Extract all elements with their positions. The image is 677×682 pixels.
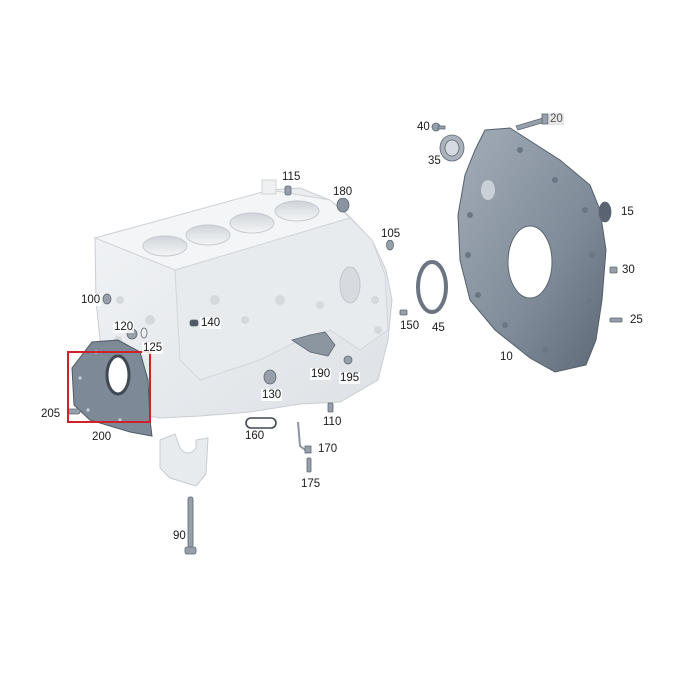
small-parts bbox=[67, 113, 623, 555]
timing-cover bbox=[457, 127, 607, 373]
callout-170[interactable]: 170 bbox=[317, 443, 339, 455]
rear-seal-carrier bbox=[71, 339, 153, 437]
callout-200[interactable]: 200 bbox=[91, 431, 113, 443]
callout-130[interactable]: 130 bbox=[261, 389, 283, 401]
callout-160[interactable]: 160 bbox=[244, 430, 266, 442]
callout-90[interactable]: 90 bbox=[172, 530, 187, 542]
highlight-box bbox=[67, 351, 151, 423]
callout-20[interactable]: 20 bbox=[549, 113, 564, 125]
callout-205[interactable]: 205 bbox=[40, 408, 62, 420]
callout-35[interactable]: 35 bbox=[427, 155, 442, 167]
callout-115[interactable]: 115 bbox=[281, 171, 302, 183]
callout-30[interactable]: 30 bbox=[621, 264, 636, 276]
bearing-cap bbox=[159, 433, 209, 487]
callout-25[interactable]: 25 bbox=[629, 314, 644, 326]
callout-195[interactable]: 195 bbox=[339, 372, 361, 384]
callout-120[interactable]: 120 bbox=[113, 321, 135, 333]
callout-105[interactable]: 105 bbox=[380, 228, 402, 240]
callout-45[interactable]: 45 bbox=[431, 322, 446, 334]
callout-125[interactable]: 125 bbox=[142, 342, 164, 354]
callout-15[interactable]: 15 bbox=[620, 206, 635, 218]
callout-100[interactable]: 100 bbox=[80, 294, 102, 306]
callout-40[interactable]: 40 bbox=[416, 121, 431, 133]
callout-10[interactable]: 10 bbox=[499, 351, 514, 363]
callout-150[interactable]: 150 bbox=[399, 320, 421, 332]
callout-140[interactable]: 140 bbox=[200, 317, 222, 329]
callout-110[interactable]: 110 bbox=[322, 416, 343, 428]
callout-190[interactable]: 190 bbox=[310, 368, 332, 380]
callout-180[interactable]: 180 bbox=[332, 186, 354, 198]
callout-175[interactable]: 175 bbox=[300, 478, 322, 490]
cylinder-block bbox=[93, 179, 393, 419]
